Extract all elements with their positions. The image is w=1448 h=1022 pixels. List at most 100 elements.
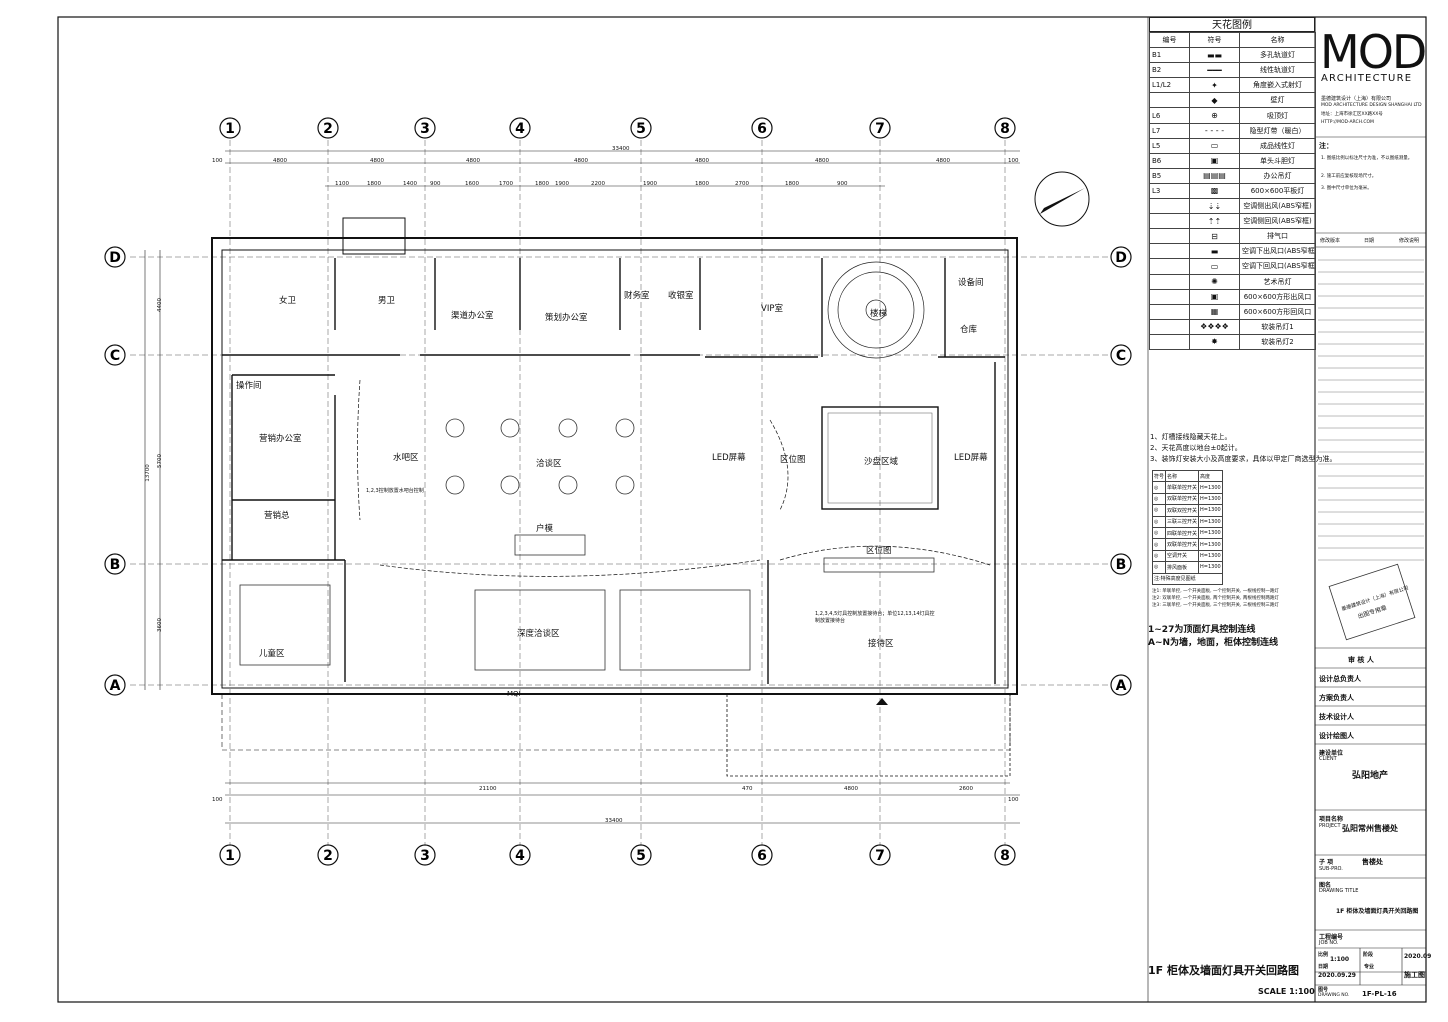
- company-address: 地址：上海市徐汇区XX路XX号: [1321, 112, 1383, 117]
- switch-name: 双联双控开关: [1165, 504, 1200, 517]
- sheet-title: 1F 柜体及墙面灯具开关回路图: [1148, 964, 1299, 977]
- grid-bubble-bottom-2: 2: [317, 844, 339, 866]
- grid-bubble-label: A: [110, 678, 121, 694]
- grid-bubble-top-4: 4: [509, 117, 531, 139]
- room-negotiation: 洽谈区: [536, 459, 562, 469]
- grid-bubble-bottom-4: 4: [509, 844, 531, 866]
- wiring-note-reception: 1,2,3,4,5灯具控制放置接待台；单位12,13,14灯具控制放置接待台: [815, 611, 935, 624]
- legend-name: 空调下回风口(ABS窄框): [1239, 258, 1316, 275]
- legend-code: B5: [1149, 167, 1190, 184]
- drawing-no-label-en: DRAWING NO.: [1318, 993, 1350, 998]
- scale-label: 比例: [1318, 952, 1329, 958]
- control-note-ceiling: 1~27为顶面灯具控制连线: [1148, 625, 1256, 635]
- grid-bubble-label: D: [1115, 250, 1127, 266]
- legend-row: L7- - - -隐型灯带（暖白）: [1149, 122, 1316, 139]
- switch-height: H=1300: [1198, 481, 1223, 494]
- switch-name: 空调开关: [1165, 549, 1200, 563]
- ceiling-light-icon: ⊕: [1189, 107, 1240, 124]
- grid-bubble-label: 4: [515, 848, 525, 864]
- legend-name: 600×600平板灯: [1239, 182, 1316, 200]
- grid-bubble-left-D: D: [104, 246, 126, 268]
- room-operation: 操作间: [236, 381, 262, 391]
- legend-code: L6: [1149, 107, 1190, 124]
- grid-bubble-label: 6: [757, 848, 767, 864]
- recessed-spot-icon: ✦: [1189, 77, 1240, 94]
- status-value: 施工图: [1404, 971, 1425, 979]
- wiring-note-bar: 1,2,3控制放置水吧台控制: [366, 488, 424, 494]
- legend-row: ✸软装吊灯2: [1149, 333, 1316, 350]
- grid-bubble-label: 6: [757, 121, 767, 137]
- legend-name: 600×600方形回风口: [1239, 303, 1316, 320]
- switch-remark-3: 注3: 三联单控, 一个开关面板, 三个控制开关, 三根线控制三路灯: [1152, 603, 1279, 608]
- revision-rows: [1318, 259, 1424, 561]
- grid-bubble-label: 8: [1000, 121, 1010, 137]
- dim-top-detail: 1800: [535, 181, 549, 187]
- dim-top-detail: 1400: [403, 181, 417, 187]
- room-vip: VIP室: [761, 304, 783, 314]
- switch-height: H=1300: [1198, 561, 1223, 574]
- rev-header-desc: 修改说明: [1399, 238, 1420, 244]
- client-label-en: CLIENT: [1319, 756, 1337, 762]
- client-label: 建设单位: [1319, 750, 1344, 757]
- legend-row: B6▣单头斗胆灯: [1149, 152, 1316, 169]
- grid-bubble-label: C: [1116, 348, 1126, 364]
- grid-bubble-label: 2: [323, 848, 333, 864]
- grid-bubble-label: A: [1116, 678, 1127, 694]
- switch-header: 符号: [1151, 469, 1167, 483]
- legend-name: 成品线性灯: [1239, 137, 1316, 154]
- dim-top-detail: 1100: [335, 181, 349, 187]
- legend-row: ▦600×600方形回风口: [1149, 303, 1316, 320]
- room-sales-office: 营销办公室: [259, 434, 302, 444]
- legend-row: B2━━━线性轨道灯: [1149, 62, 1316, 79]
- switch-symbol-icon: ◎: [1151, 504, 1167, 517]
- room-unit-type: 户模: [536, 524, 554, 534]
- room-cashier: 收银室: [668, 291, 694, 301]
- grid-bubble-top-6: 6: [751, 117, 773, 139]
- switch-header: 名称: [1165, 469, 1200, 483]
- dim-bottom-span: 21100: [479, 786, 497, 792]
- legend-row: ▣600×600方形出风口: [1149, 288, 1316, 305]
- dim-top-span: 4800: [370, 158, 384, 164]
- legend-name: 空调侧出风(ABS窄框): [1239, 198, 1316, 215]
- dim-edge-right-bottom: 100: [1008, 797, 1019, 803]
- grid-bubble-label: 1: [225, 848, 235, 864]
- grid-bubble-label: 7: [875, 848, 885, 864]
- project-label: 项目名称: [1319, 816, 1344, 823]
- dim-top-detail: 900: [837, 181, 848, 187]
- switch-symbol-icon: ◎: [1151, 549, 1167, 563]
- legend-code: L7: [1149, 122, 1190, 139]
- legend-row: B1▬▬多孔轨道灯: [1149, 47, 1316, 64]
- job-label-en: JOB NO.: [1319, 940, 1339, 946]
- room-water-bar: 水吧区: [393, 453, 419, 463]
- single-grille-icon: ▣: [1189, 152, 1240, 169]
- note-2: 2、天花高度以地台±0起计。: [1150, 444, 1242, 452]
- grid-bubble-right-B: B: [1110, 553, 1132, 575]
- drawing-title-label: 图名: [1319, 882, 1332, 889]
- grid-bubble-right-C: C: [1110, 344, 1132, 366]
- dim-top-span: 4800: [574, 158, 588, 164]
- dim-bottom-span: 2600: [959, 786, 973, 792]
- dim-top-detail: 1900: [555, 181, 569, 187]
- multi-track-light-icon: ▬▬: [1189, 47, 1240, 64]
- legend-name: 吸顶灯: [1239, 107, 1316, 124]
- subproject-label: 子 项: [1319, 859, 1334, 866]
- tb-note-1: 1. 图纸比例以标注尺寸为准，不以图纸测量。: [1321, 156, 1413, 161]
- dimension-lines: [144, 150, 1020, 824]
- legend-row: ❖❖❖❖软装吊灯1: [1149, 318, 1316, 335]
- room-sales-manager: 营销总: [264, 511, 290, 521]
- legend-row: ▬空调下出风口(ABS窄框): [1149, 243, 1316, 260]
- dim-top-span: 4800: [695, 158, 709, 164]
- legend-code: [1149, 318, 1190, 335]
- side-supply-icon: ⇣⇣: [1189, 198, 1240, 215]
- legend-row: ⊟排气口: [1149, 228, 1316, 245]
- dim-left-span: 5700: [157, 454, 163, 468]
- legend-row: ⇣⇣空调侧出风(ABS窄框): [1149, 198, 1316, 215]
- spiral-stair: [827, 261, 925, 359]
- legend-header-row: 编号符号名称: [1149, 31, 1316, 49]
- down-return-icon: ▭: [1189, 258, 1240, 275]
- legend-name: 线性轨道灯: [1239, 62, 1316, 79]
- grid-bubble-label: 7: [875, 121, 885, 137]
